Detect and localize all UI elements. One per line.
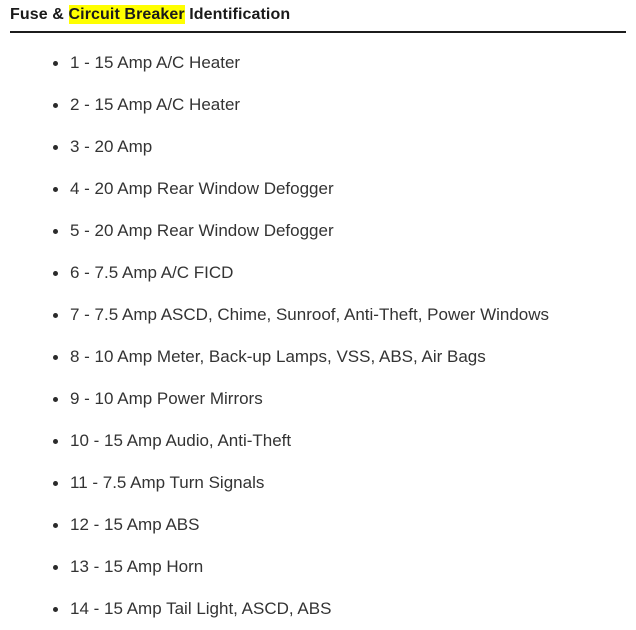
list-item: 1 - 15 Amp A/C Heater [0,42,636,84]
list-item-label: 8 - 10 Amp Meter, Back-up Lamps, VSS, AB… [70,347,486,366]
list-item: 7 - 7.5 Amp ASCD, Chime, Sunroof, Anti-T… [0,294,636,336]
list-item-label: 7 - 7.5 Amp ASCD, Chime, Sunroof, Anti-T… [70,305,550,324]
list-item-label: 6 - 7.5 Amp A/C FICD [70,263,234,282]
bullet-icon [53,103,58,108]
bullet-icon [53,271,58,276]
bullet-icon [53,607,58,612]
list-item: 14 - 15 Amp Tail Light, ASCD, ABS [0,588,636,630]
list-item: 12 - 15 Amp ABS [0,504,636,546]
list-item-label: 11 - 7.5 Amp Turn Signals [70,473,265,492]
page-title: Fuse & Circuit Breaker Identification [10,4,626,26]
list-item: 3 - 20 Amp [0,126,636,168]
list-item-label: 3 - 20 Amp [70,137,153,156]
bullet-icon [53,397,58,402]
list-item-label: 14 - 15 Amp Tail Light, ASCD, ABS [70,599,332,618]
bullet-icon [53,481,58,486]
list-item-label: 1 - 15 Amp A/C Heater [70,53,241,72]
list-item: 5 - 20 Amp Rear Window Defogger [0,210,636,252]
list-item-label: 2 - 15 Amp A/C Heater [70,95,241,114]
list-item-label: 12 - 15 Amp ABS [70,515,200,534]
list-item: 4 - 20 Amp Rear Window Defogger [0,168,636,210]
bullet-icon [53,523,58,528]
list-item-label: 4 - 20 Amp Rear Window Defogger [70,179,334,198]
fuse-identification-list: 1 - 15 Amp A/C Heater 2 - 15 Amp A/C Hea… [0,42,636,630]
list-item: 6 - 7.5 Amp A/C FICD [0,252,636,294]
bullet-icon [53,565,58,570]
title-divider [10,31,626,33]
bullet-icon [53,229,58,234]
list-item: 9 - 10 Amp Power Mirrors [0,378,636,420]
heading-block: Fuse & Circuit Breaker Identification [0,0,636,26]
bullet-icon [53,145,58,150]
page-title-suffix: Identification [184,6,291,23]
list-item: 2 - 15 Amp A/C Heater [0,84,636,126]
list-item-label: 9 - 10 Amp Power Mirrors [70,389,263,408]
page-title-prefix: Fuse & [10,6,69,23]
list-item-label: 10 - 15 Amp Audio, Anti-Theft [70,431,292,450]
list-item-label: 13 - 15 Amp Horn [70,557,204,576]
list-item: 13 - 15 Amp Horn [0,546,636,588]
list-item: 8 - 10 Amp Meter, Back-up Lamps, VSS, AB… [0,336,636,378]
bullet-icon [53,439,58,444]
page-title-highlighted-term: Circuit Breaker [68,5,185,24]
bullet-icon [53,355,58,360]
list-item: 10 - 15 Amp Audio, Anti-Theft [0,420,636,462]
bullet-icon [53,313,58,318]
list-item: 11 - 7.5 Amp Turn Signals [0,462,636,504]
list-item-label: 5 - 20 Amp Rear Window Defogger [70,221,334,240]
bullet-icon [53,61,58,66]
bullet-icon [53,187,58,192]
